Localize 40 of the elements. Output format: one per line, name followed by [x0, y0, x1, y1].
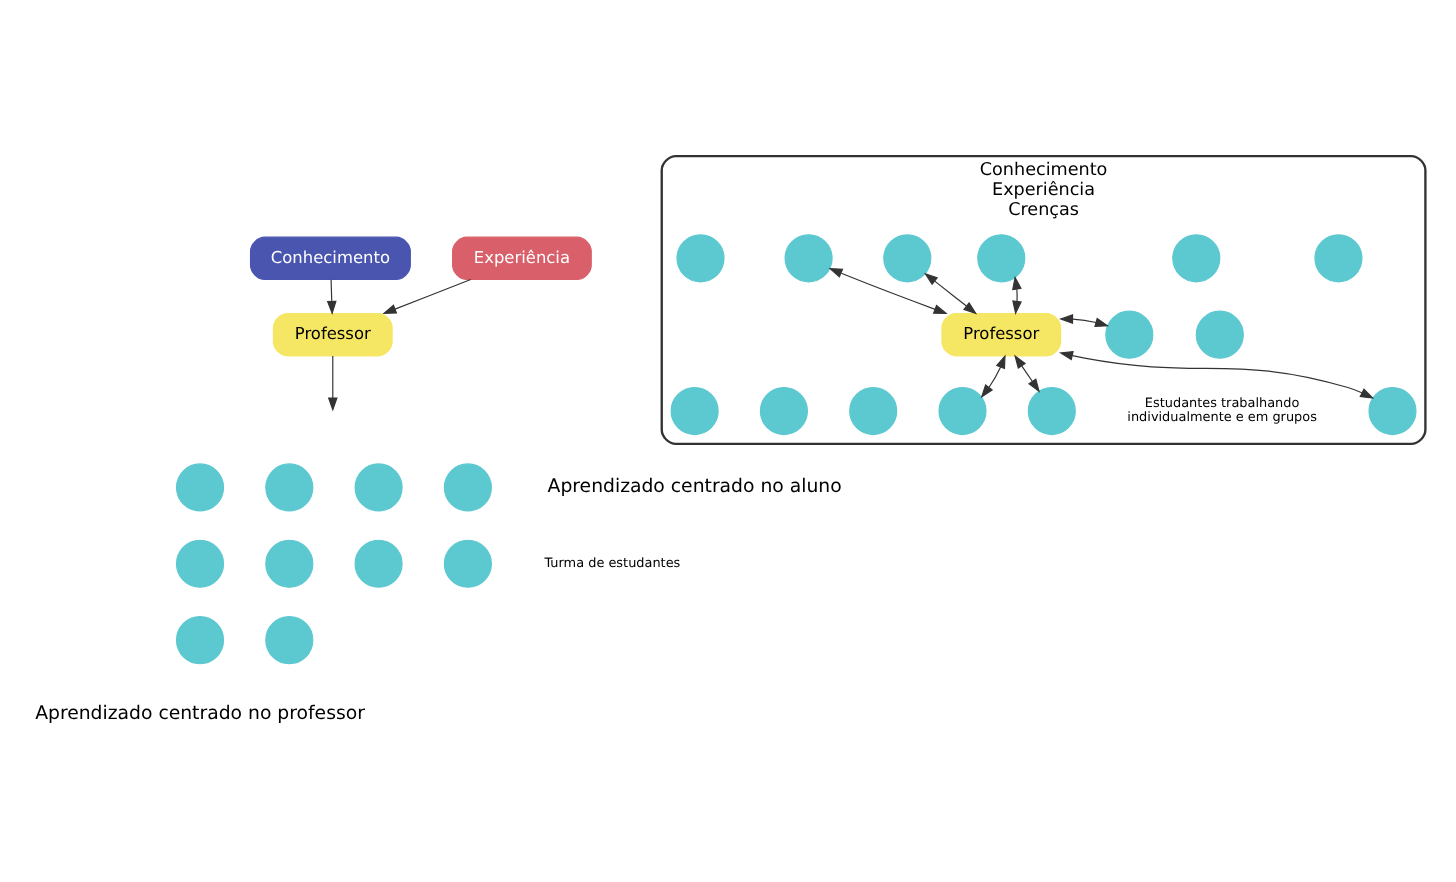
arrow [1058, 314, 1109, 328]
node-circle [174, 616, 224, 665]
node-circle [848, 386, 897, 436]
node-circle [264, 616, 313, 665]
node-circle [882, 234, 931, 283]
label: Aprendizado centrado no aluno [546, 475, 841, 498]
node-circle [1026, 386, 1075, 436]
node-box: Professor [940, 312, 1061, 357]
node-circle [758, 386, 807, 436]
node-circle [675, 234, 724, 283]
label: Aprendizado centrado no professor [34, 702, 364, 725]
node-circle [783, 234, 832, 283]
node-circle [937, 386, 986, 436]
arrow [1058, 350, 1374, 399]
node-circle [1171, 234, 1220, 283]
node-circle [264, 463, 313, 512]
arrow [326, 355, 337, 412]
node-circle [1313, 234, 1362, 283]
arrow [827, 267, 947, 315]
node-circle [174, 539, 224, 588]
node-circle [174, 463, 224, 512]
node-circle [669, 386, 718, 436]
arrow [325, 279, 336, 316]
node-circle [1367, 386, 1416, 436]
node-circle [976, 234, 1025, 283]
node-circle [1104, 310, 1153, 359]
node-circle [442, 463, 491, 512]
node-circle [353, 463, 402, 512]
arrow [923, 272, 977, 315]
node-box: Experiência [451, 236, 591, 281]
node-box: Professor [271, 312, 392, 357]
arrow [381, 278, 471, 315]
node-circle [353, 539, 402, 588]
arrow [1013, 354, 1040, 393]
node-box: Conhecimento [248, 236, 410, 281]
node-circle [442, 539, 491, 588]
arrow [979, 354, 1005, 399]
node-circle [1194, 310, 1243, 359]
node-circle [264, 539, 313, 588]
arrow [1011, 275, 1021, 315]
